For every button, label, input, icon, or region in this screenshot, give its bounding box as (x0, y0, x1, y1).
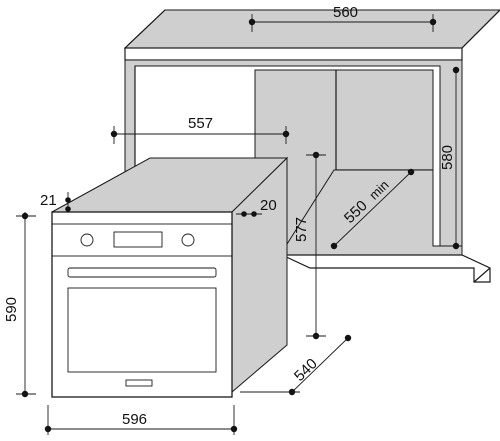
left-knob-icon (80, 233, 94, 247)
control-panel (51, 223, 233, 257)
dim-lines (16, 14, 460, 435)
oven (51, 156, 289, 398)
shelf-front (281, 254, 491, 283)
dim-label-540: 540 (291, 355, 321, 385)
display-window (113, 231, 163, 248)
oven-front (51, 211, 233, 398)
right-knob-icon (181, 233, 195, 247)
door-window (67, 287, 217, 373)
bottom-vent (125, 379, 153, 387)
door-handle (67, 267, 217, 278)
dim-label-580: 580 (439, 145, 456, 170)
dim-label-21: 21 (40, 192, 57, 209)
dim-label-560: 560 (333, 4, 358, 21)
dim-label-596: 596 (122, 411, 147, 428)
dim-label-577: 577 (293, 217, 310, 242)
cabinet-top-slab-face (123, 9, 500, 49)
dim-label-20: 20 (260, 197, 277, 214)
dim-label-557: 557 (188, 115, 213, 132)
dim-label-590: 590 (3, 297, 20, 322)
cabinet-top-front (124, 47, 463, 61)
